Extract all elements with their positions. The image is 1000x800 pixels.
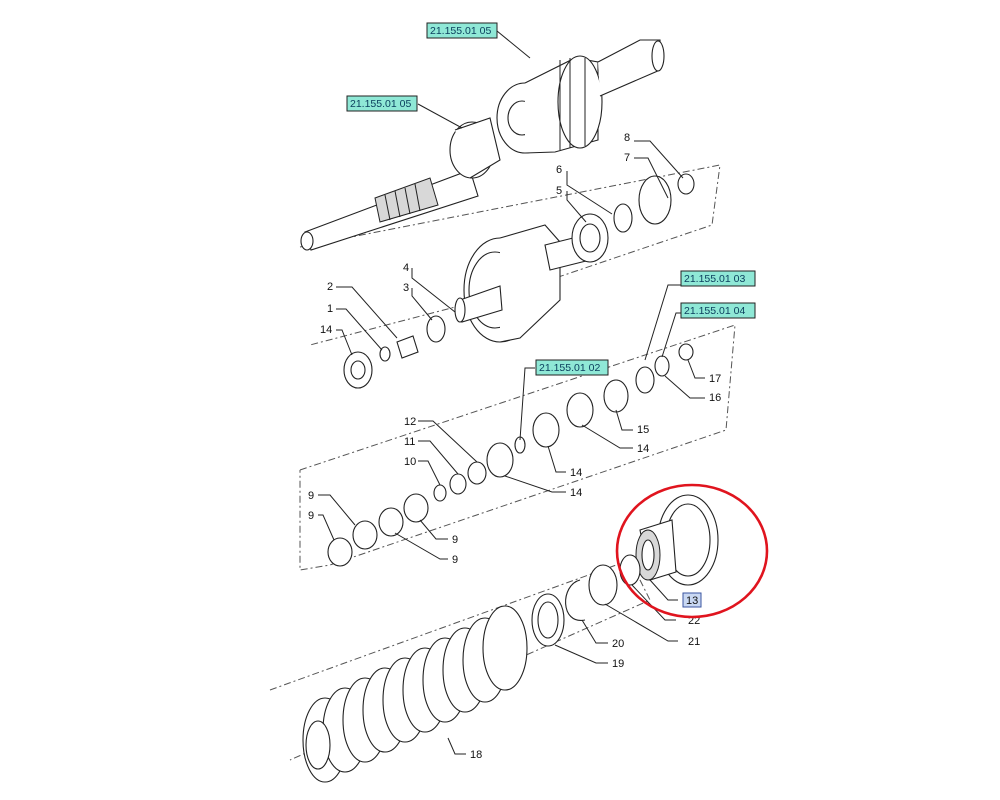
part-3-ring[interactable] bbox=[426, 315, 446, 343]
part-12-ring[interactable] bbox=[467, 461, 487, 485]
part-2-bushing[interactable] bbox=[396, 335, 419, 359]
label-9-b: 9 bbox=[308, 510, 314, 522]
assembly-outline-lower bbox=[269, 559, 651, 761]
svg-text:21.155.01 04: 21.155.01 04 bbox=[684, 305, 745, 317]
part-9-washer-b[interactable] bbox=[352, 520, 378, 550]
part-9-washer-c[interactable] bbox=[378, 507, 404, 537]
label-13-highlight bbox=[682, 592, 702, 608]
part-9-washer-a[interactable] bbox=[327, 537, 353, 567]
label-9-a: 9 bbox=[308, 490, 314, 502]
part-5-bearing-inner bbox=[579, 223, 601, 253]
highlight-circle bbox=[615, 483, 769, 619]
label-4: 4 bbox=[403, 262, 409, 274]
label-10: 10 bbox=[404, 456, 416, 468]
label-15: 15 bbox=[637, 424, 649, 436]
part-17-nut[interactable] bbox=[678, 343, 694, 361]
part-1-ring[interactable] bbox=[379, 346, 391, 362]
part-10-ring[interactable] bbox=[433, 484, 447, 502]
label-14-c: 14 bbox=[570, 467, 582, 479]
label-17: 17 bbox=[709, 373, 721, 385]
svg-text:21.155.01 05: 21.155.01 05 bbox=[350, 98, 411, 110]
part-22-thrust-washer[interactable] bbox=[635, 366, 655, 394]
part-13-hub-gear[interactable] bbox=[635, 494, 719, 586]
part-14-bearing-c[interactable] bbox=[566, 392, 594, 428]
part-14-bearing-left-inner bbox=[350, 360, 366, 380]
output-drum-shaft[interactable] bbox=[496, 39, 665, 154]
label-5: 5 bbox=[556, 185, 562, 197]
part-6-ring[interactable] bbox=[613, 203, 633, 233]
svg-text:21.155.01 03: 21.155.01 03 bbox=[684, 273, 745, 285]
part-21-ring[interactable] bbox=[588, 564, 618, 606]
label-21: 21 bbox=[688, 636, 700, 648]
label-1: 1 bbox=[327, 303, 333, 315]
label-12: 12 bbox=[404, 416, 416, 428]
part-15-ring[interactable] bbox=[603, 379, 629, 413]
part-7-snap-ring[interactable] bbox=[638, 175, 672, 225]
ref-box-top[interactable]: 21.155.01 05 bbox=[426, 22, 498, 39]
label-9-c: 9 bbox=[452, 534, 458, 546]
label-11: 11 bbox=[404, 436, 415, 448]
part-22-ring[interactable] bbox=[619, 554, 641, 586]
label-13[interactable]: 13 bbox=[686, 595, 698, 607]
part-14-bearing-b[interactable] bbox=[532, 412, 560, 448]
input-shaft[interactable] bbox=[300, 117, 501, 251]
ref-box-04[interactable]: 21.155.01 04 bbox=[680, 302, 756, 319]
label-20: 20 bbox=[612, 638, 624, 650]
part-8-ring[interactable] bbox=[677, 173, 695, 195]
ref-box-03[interactable]: 21.155.01 03 bbox=[680, 270, 756, 287]
label-18: 18 bbox=[470, 749, 482, 761]
part-19-thrust-plate-inner bbox=[537, 601, 559, 639]
ref-box-02[interactable]: 21.155.01 02 bbox=[535, 359, 609, 376]
label-8: 8 bbox=[624, 132, 630, 144]
svg-text:21.155.01 05: 21.155.01 05 bbox=[430, 25, 491, 37]
part-20-snap-ring[interactable] bbox=[565, 579, 586, 621]
part-18-clutch-disc-pack[interactable] bbox=[302, 605, 528, 783]
label-14-d: 14 bbox=[570, 487, 582, 499]
ref-box-shaft[interactable]: 21.155.01 05 bbox=[346, 95, 418, 112]
label-14-b: 14 bbox=[637, 443, 649, 455]
svg-text:21.155.01 02: 21.155.01 02 bbox=[539, 362, 600, 374]
label-19: 19 bbox=[612, 658, 624, 670]
clutch-drum[interactable] bbox=[454, 224, 591, 343]
leader-lines bbox=[318, 30, 705, 755]
label-7: 7 bbox=[624, 152, 630, 164]
label-6: 6 bbox=[556, 164, 562, 176]
label-9-d: 9 bbox=[452, 554, 458, 566]
assembly-outline-upper bbox=[299, 164, 721, 346]
label-3: 3 bbox=[403, 282, 409, 294]
part-11-ring[interactable] bbox=[449, 473, 467, 495]
part-16-ring[interactable] bbox=[654, 355, 670, 377]
part-9-washer-d[interactable] bbox=[403, 493, 429, 523]
label-2: 2 bbox=[327, 281, 333, 293]
label-16: 16 bbox=[709, 392, 721, 404]
part-14-bearing-a[interactable] bbox=[486, 442, 514, 478]
label-14-a: 14 bbox=[320, 324, 332, 336]
